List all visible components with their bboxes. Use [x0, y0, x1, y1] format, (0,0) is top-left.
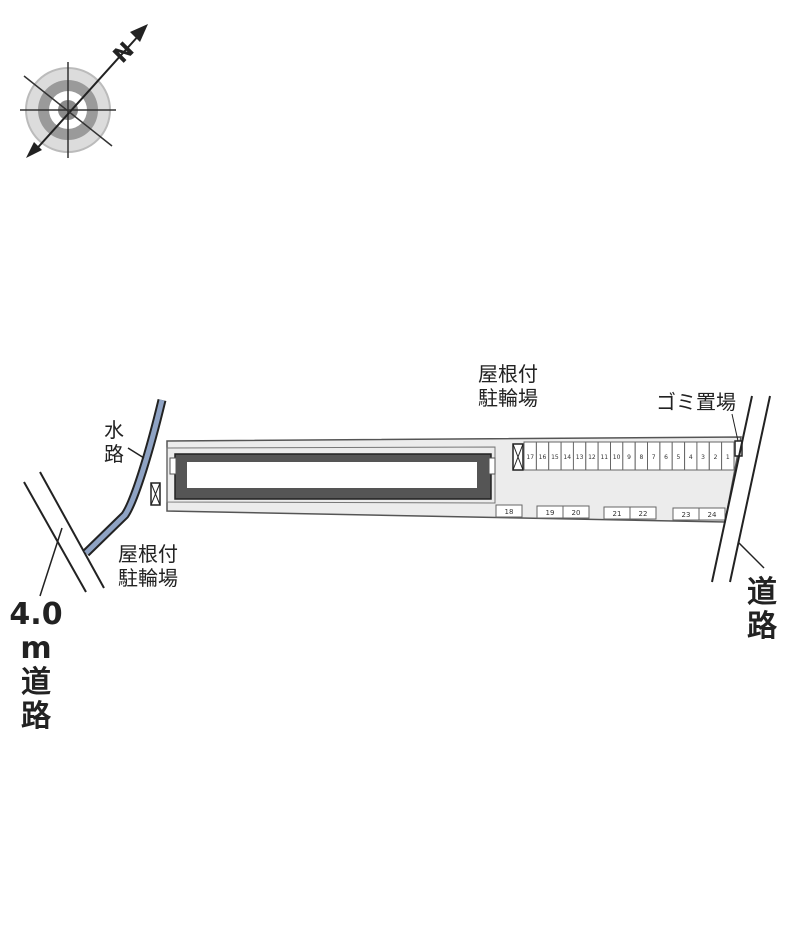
label-garbage: ゴミ置場 — [656, 390, 736, 414]
building-inner — [187, 462, 477, 488]
parking-stall-number: 20 — [572, 509, 581, 517]
label-road-left: 4.0 m 道 路 — [8, 598, 64, 734]
compass-icon: N — [20, 24, 148, 158]
parking-stall-number: 9 — [627, 454, 631, 461]
road-left-char-2: 路 — [21, 699, 51, 734]
label-bike-shed-top: 屋根付 駐輪場 — [478, 362, 568, 410]
parking-stall-number: 12 — [588, 454, 596, 461]
parking-stall-number: 18 — [505, 508, 514, 516]
bike-shed-top-line1: 屋根付 — [478, 362, 538, 386]
bike-shed-left-line2: 駐輪場 — [118, 566, 178, 590]
parking-row-top: 17 16 15 14 13 12 11 10 9 8 7 6 5 4 3 2 1 — [523, 441, 735, 471]
waterway-char-2: 路 — [104, 442, 124, 466]
road-right-char-1: 道 — [747, 575, 777, 610]
parking-stall-number: 24 — [708, 511, 717, 519]
parking-stall-number: 5 — [676, 454, 680, 461]
parking-stall-number: 4 — [689, 454, 693, 461]
parking-stall-number: 13 — [576, 454, 584, 461]
parking-stall — [495, 504, 523, 518]
bike-shed-top-line2: 駐輪場 — [478, 386, 538, 410]
parking-stall-number: 15 — [551, 454, 559, 461]
parking-stall-number: 3 — [701, 454, 705, 461]
parking-stall-number: 2 — [714, 454, 718, 461]
road-left-width: 4.0 — [9, 597, 63, 632]
parking-stall-number: 21 — [613, 510, 622, 518]
bike-shed-left-line1: 屋根付 — [118, 542, 178, 566]
label-road-right: 道 路 — [742, 576, 782, 644]
parking-stall-number: 16 — [539, 454, 547, 461]
parking-stall — [562, 505, 590, 519]
right-road-leader — [737, 541, 765, 569]
parking-stall — [721, 441, 735, 471]
waterway-char-1: 水 — [104, 418, 124, 442]
bike-shed-left — [150, 482, 161, 506]
parking-stall-number: 11 — [600, 454, 608, 461]
garbage-leader — [731, 413, 739, 442]
parking-stall-number: 14 — [563, 454, 571, 461]
right-road-edge-2 — [729, 395, 771, 583]
building-stair-right — [488, 457, 496, 475]
parking-stall-number: 8 — [639, 454, 643, 461]
lot-inner — [166, 446, 496, 504]
label-bike-shed-left: 屋根付 駐輪場 — [118, 542, 208, 590]
parking-stall-number: 1 — [726, 454, 730, 461]
parking-stall-number: 22 — [639, 510, 648, 518]
parking-stall-number: 19 — [546, 509, 555, 517]
left-road-edge-1 — [23, 481, 87, 593]
left-road-edge-2 — [39, 471, 105, 589]
parking-stall-number: 23 — [682, 511, 691, 519]
parking-stall — [629, 506, 657, 520]
left-road-leader — [39, 527, 63, 597]
building-stair-left — [169, 457, 177, 475]
parking-row-bottom: 18 19 20 21 22 23 24 — [495, 504, 726, 521]
parking-stall-number: 17 — [526, 454, 534, 461]
label-waterway: 水 路 — [102, 418, 126, 466]
waterway-fill — [84, 399, 165, 555]
parking-stall — [698, 507, 726, 521]
parking-stall-number: 10 — [613, 454, 621, 461]
road-left-char-1: 道 — [21, 665, 51, 700]
road-right-char-2: 路 — [747, 609, 777, 644]
bike-shed-top — [512, 443, 524, 471]
parking-stall-number: 6 — [664, 454, 668, 461]
road-left-unit: m — [20, 631, 52, 666]
parking-stall-number: 7 — [652, 454, 656, 461]
waterway-leader — [127, 447, 145, 459]
right-road-edge-1 — [711, 395, 753, 583]
